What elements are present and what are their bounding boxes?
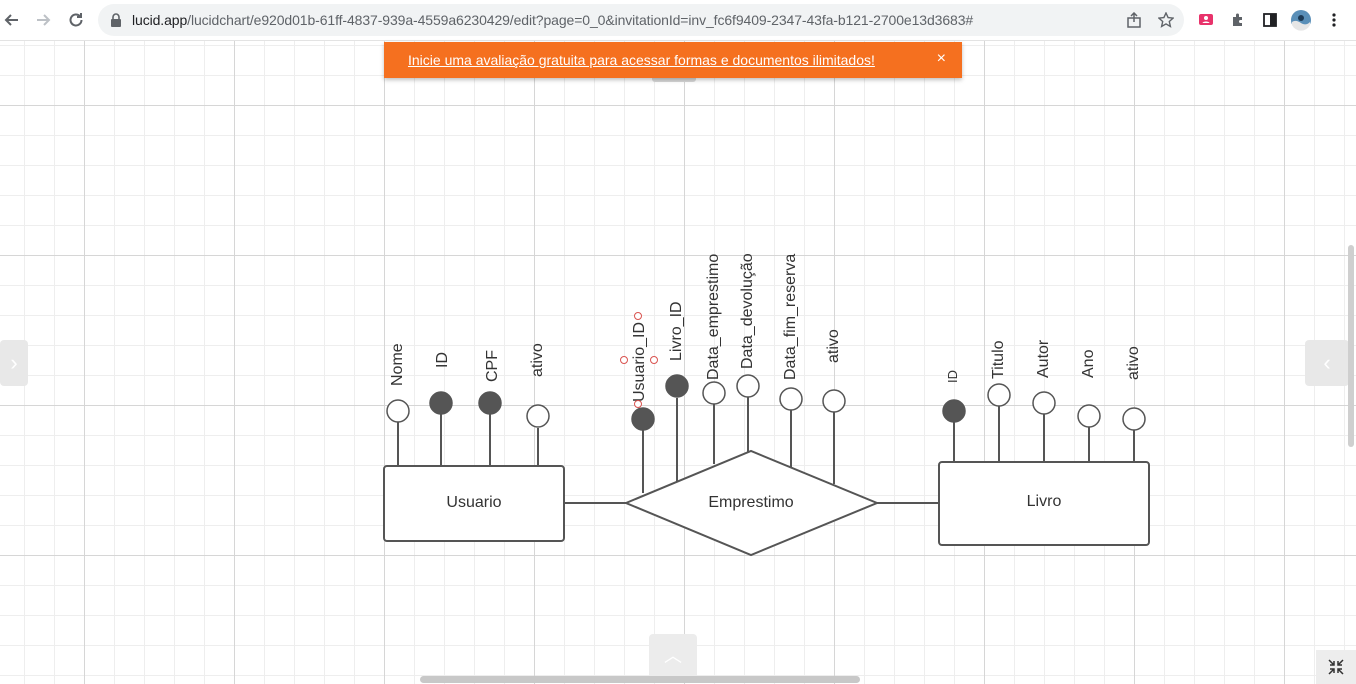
attr-circle[interactable] — [386, 399, 410, 423]
horizontal-scrollbar[interactable] — [420, 676, 860, 683]
attr-label: CPF — [484, 350, 501, 382]
attr-label: Livro_ID — [668, 301, 685, 361]
collapse-arrows-icon — [1328, 659, 1344, 675]
url-host: lucid.app — [132, 12, 188, 28]
attr-circle[interactable] — [779, 387, 803, 411]
attr-label: Usuario_ID — [631, 322, 648, 402]
attr-circle[interactable] — [526, 404, 550, 428]
diagram-canvas[interactable] — [0, 41, 1356, 684]
chevron-up-icon: ︿ — [664, 646, 682, 666]
relationship-emprestimo-label: Emprestimo — [708, 494, 793, 511]
share-icon[interactable] — [1124, 10, 1144, 30]
browser-toolbar: lucid.app/lucidchart/e920d01b-61ff-4837-… — [0, 0, 1356, 41]
trial-banner: Inicie uma avaliação gratuita para acess… — [384, 42, 962, 78]
attr-label: Data_devolução — [739, 253, 756, 369]
attr-circle[interactable] — [987, 383, 1011, 407]
attr-label: Nome — [389, 343, 406, 386]
profile-avatar-icon[interactable] — [1290, 9, 1312, 31]
back-icon[interactable] — [0, 8, 24, 32]
reload-icon[interactable] — [64, 8, 88, 32]
forward-icon[interactable] — [31, 8, 55, 32]
bottom-panel-toggle[interactable]: ︿ — [649, 634, 697, 676]
entity-livro-box[interactable] — [938, 461, 1150, 546]
url-path: /lucidchart/e920d01b-61ff-4837-939a-4559… — [187, 12, 974, 28]
right-panel-toggle[interactable]: ‹ — [1305, 340, 1349, 386]
attr-circle[interactable] — [1032, 391, 1056, 415]
chevron-right-icon: › — [10, 350, 18, 375]
trial-banner-link[interactable]: Inicie uma avaliação gratuita para acess… — [408, 52, 875, 68]
attr-label: Ano — [1080, 349, 1097, 378]
attr-label: ativo — [529, 343, 546, 377]
entity-livro-label: Livro — [1027, 493, 1062, 510]
attr-label: Titulo — [990, 340, 1007, 379]
extensions-puzzle-icon[interactable] — [1227, 9, 1249, 31]
relationship-emprestimo-diamond[interactable] — [623, 449, 880, 557]
address-bar[interactable]: lucid.app/lucidchart/e920d01b-61ff-4837-… — [98, 4, 1184, 36]
attr-label: ativo — [825, 329, 842, 363]
key-attr-circle[interactable] — [631, 407, 655, 431]
attr-circle[interactable] — [822, 389, 846, 413]
url-text[interactable]: lucid.app/lucidchart/e920d01b-61ff-4837-… — [132, 12, 973, 28]
bookmark-star-icon[interactable] — [1156, 10, 1176, 30]
attr-label: ID — [945, 370, 960, 383]
attr-circle[interactable] — [736, 374, 760, 398]
attr-label: ID — [434, 352, 451, 368]
entity-usuario-box[interactable] — [383, 465, 565, 542]
attr-label: ativo — [1125, 346, 1142, 380]
attr-circle[interactable] — [1077, 404, 1101, 428]
selection-handles[interactable] — [620, 312, 658, 408]
attr-circle[interactable] — [702, 381, 726, 405]
attr-label: Data_fim_reserva — [782, 254, 799, 380]
attr-label: Autor — [1035, 339, 1052, 378]
key-attr-circle[interactable] — [665, 374, 689, 398]
fit-to-screen-button[interactable] — [1316, 650, 1356, 684]
entity-usuario-label: Usuario — [446, 494, 501, 511]
chevron-left-icon: ‹ — [1323, 350, 1331, 375]
extension-badge-icon[interactable] — [1195, 9, 1217, 31]
close-icon[interactable]: × — [936, 50, 946, 67]
left-panel-toggle[interactable]: › — [0, 340, 28, 386]
kebab-menu-icon[interactable] — [1323, 9, 1345, 31]
key-attr-circle[interactable] — [429, 391, 453, 415]
key-attr-circle[interactable] — [478, 391, 502, 415]
attr-label: Data_emprestimo — [705, 254, 722, 380]
lock-icon[interactable] — [106, 10, 126, 30]
attr-circle[interactable] — [1122, 407, 1146, 431]
side-panel-icon[interactable] — [1259, 9, 1281, 31]
key-attr-circle[interactable] — [942, 399, 966, 423]
banner-pull-tab[interactable] — [652, 78, 696, 82]
vertical-scrollbar[interactable] — [1348, 245, 1354, 447]
